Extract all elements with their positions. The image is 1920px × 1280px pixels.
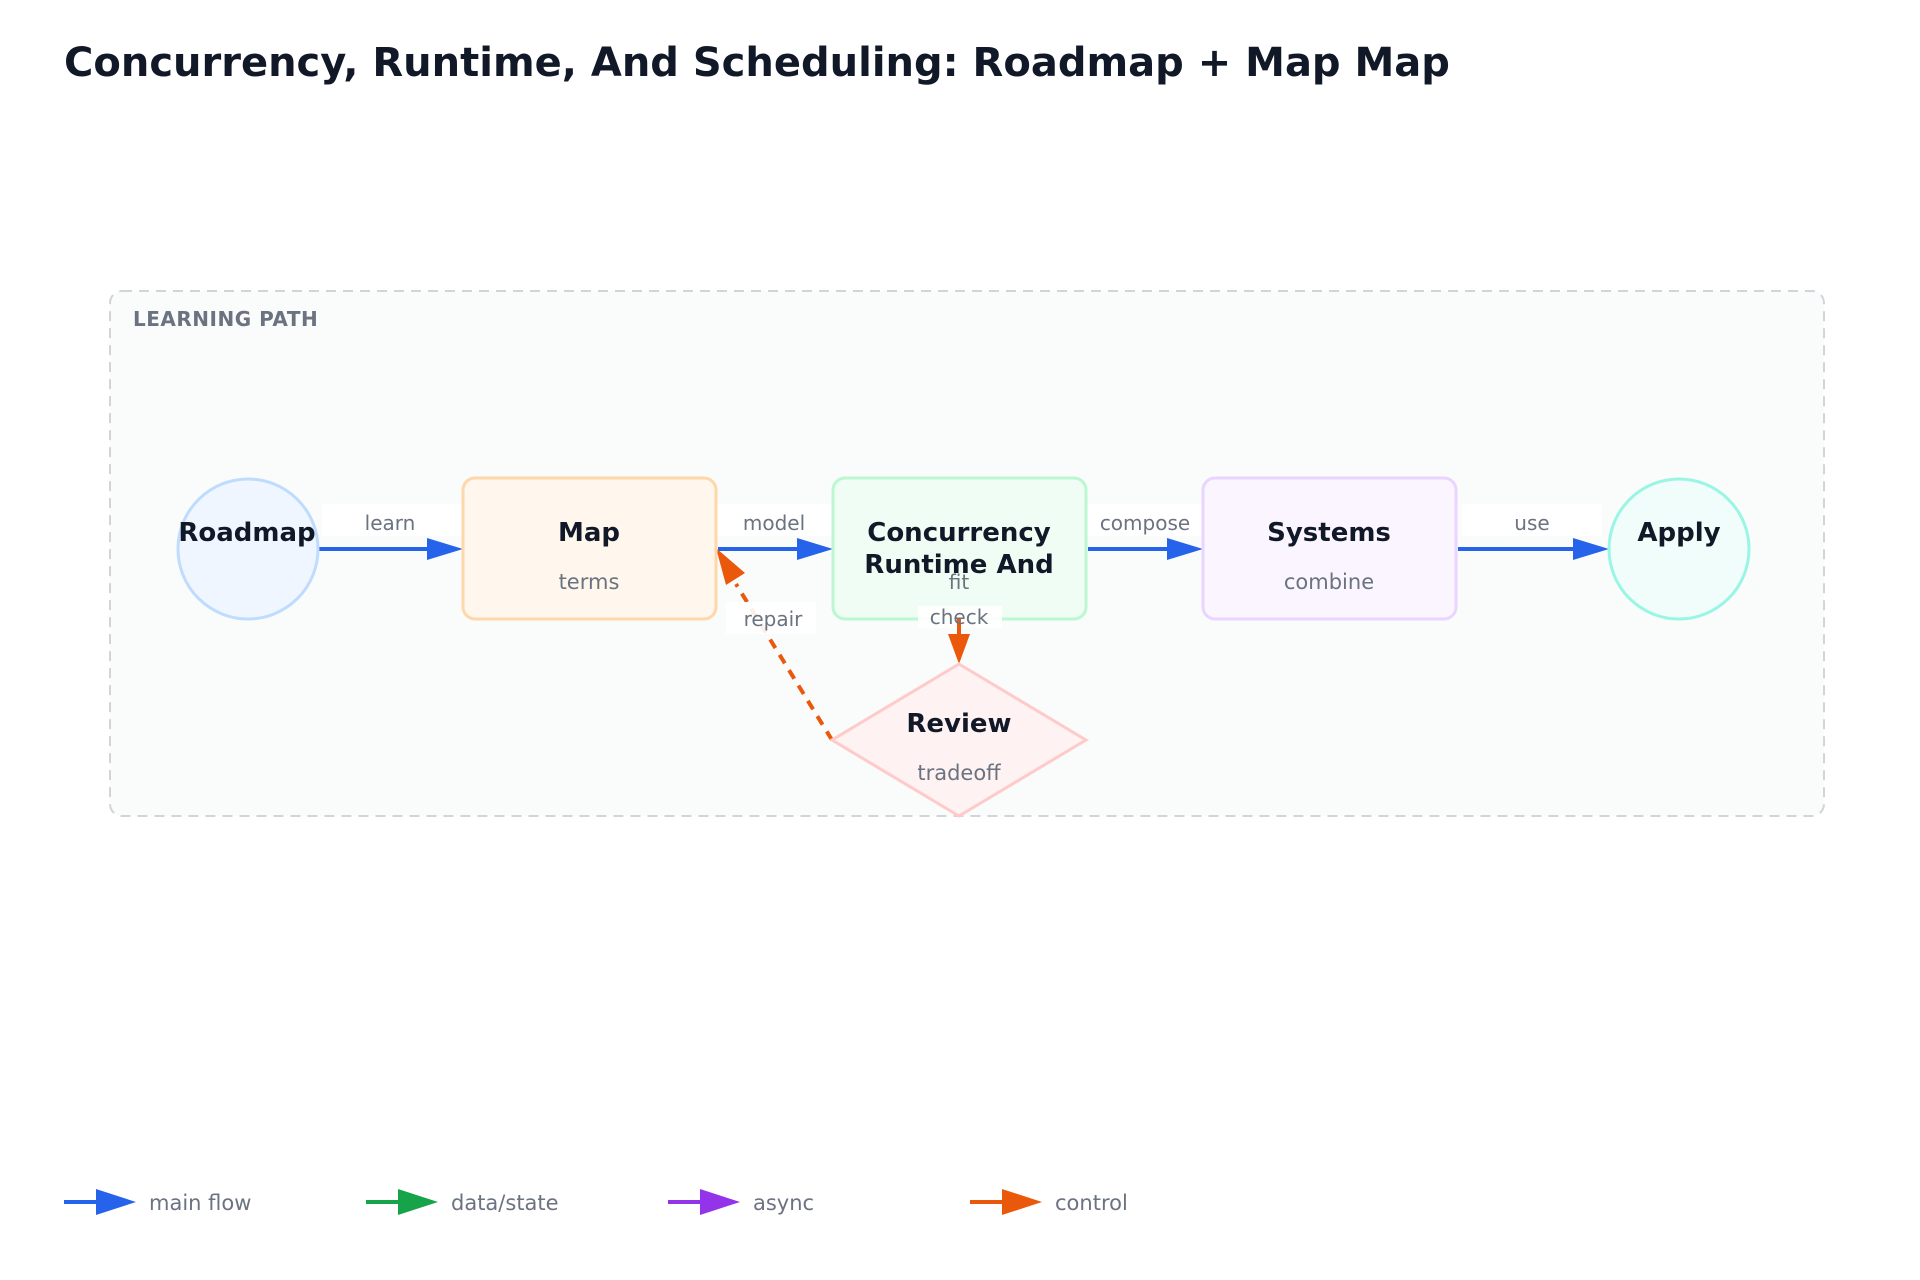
node-review-subtitle: tradeoff <box>917 761 1001 785</box>
node-apply-title: Apply <box>1637 518 1720 548</box>
edge-label-model: model <box>743 511 805 535</box>
edge-label-learn: learn <box>365 511 416 535</box>
arrowhead-icon <box>797 538 833 560</box>
node-review[interactable]: Review tradeoff <box>829 662 1089 818</box>
edge-label-fit: fit <box>949 570 970 594</box>
edge-compose: compose <box>1087 504 1205 560</box>
node-concurrency-title-line1: Concurrency <box>867 518 1051 548</box>
edge-learn: learn <box>319 504 463 560</box>
legend-arrow-icon <box>700 1189 740 1215</box>
node-systems-title: Systems <box>1267 518 1391 548</box>
edge-label-check: check <box>930 605 989 629</box>
edge-fit-check: fit check <box>918 570 1002 664</box>
legend-label-main-flow: main flow <box>149 1191 251 1215</box>
arrowhead-icon <box>716 548 745 585</box>
legend-item-async: async <box>668 1189 814 1215</box>
node-concurrency[interactable]: Concurrency Runtime And <box>831 476 1088 621</box>
arrowhead-icon <box>1573 538 1609 560</box>
node-roadmap-title: Roadmap <box>178 518 315 548</box>
edge-repair: repair <box>716 548 834 742</box>
node-roadmap[interactable]: Roadmap <box>176 477 320 621</box>
legend-label-control: control <box>1055 1191 1128 1215</box>
node-concurrency-title-line2: Runtime And <box>864 550 1053 580</box>
group-label: LEARNING PATH <box>133 307 318 331</box>
legend-label-async: async <box>753 1191 814 1215</box>
node-map[interactable]: Map terms <box>461 476 718 621</box>
arrowhead-icon <box>427 538 463 560</box>
edge-use: use <box>1458 504 1609 560</box>
edge-label-use: use <box>1514 511 1549 535</box>
legend-item-control: control <box>970 1189 1128 1215</box>
legend-arrow-icon <box>1002 1189 1042 1215</box>
legend-arrow-icon <box>96 1189 136 1215</box>
node-review-title: Review <box>906 709 1011 739</box>
node-systems[interactable]: Systems combine <box>1201 476 1458 621</box>
node-apply[interactable]: Apply <box>1607 477 1751 621</box>
arrowhead-icon <box>948 634 970 664</box>
edge-label-compose: compose <box>1100 511 1190 535</box>
node-systems-subtitle: combine <box>1284 570 1374 594</box>
edge-label-repair: repair <box>744 607 804 631</box>
legend-label-data-state: data/state <box>451 1191 559 1215</box>
edge-model: model <box>715 504 833 560</box>
node-map-subtitle: terms <box>559 570 620 594</box>
page-title: Concurrency, Runtime, And Scheduling: Ro… <box>64 40 1450 86</box>
legend-item-data-state: data/state <box>366 1189 559 1215</box>
arrowhead-icon <box>1167 538 1203 560</box>
legend-arrow-icon <box>398 1189 438 1215</box>
legend-item-main-flow: main flow <box>64 1189 251 1215</box>
node-map-title: Map <box>558 518 620 548</box>
legend: main flow data/state async control <box>64 1189 1128 1215</box>
